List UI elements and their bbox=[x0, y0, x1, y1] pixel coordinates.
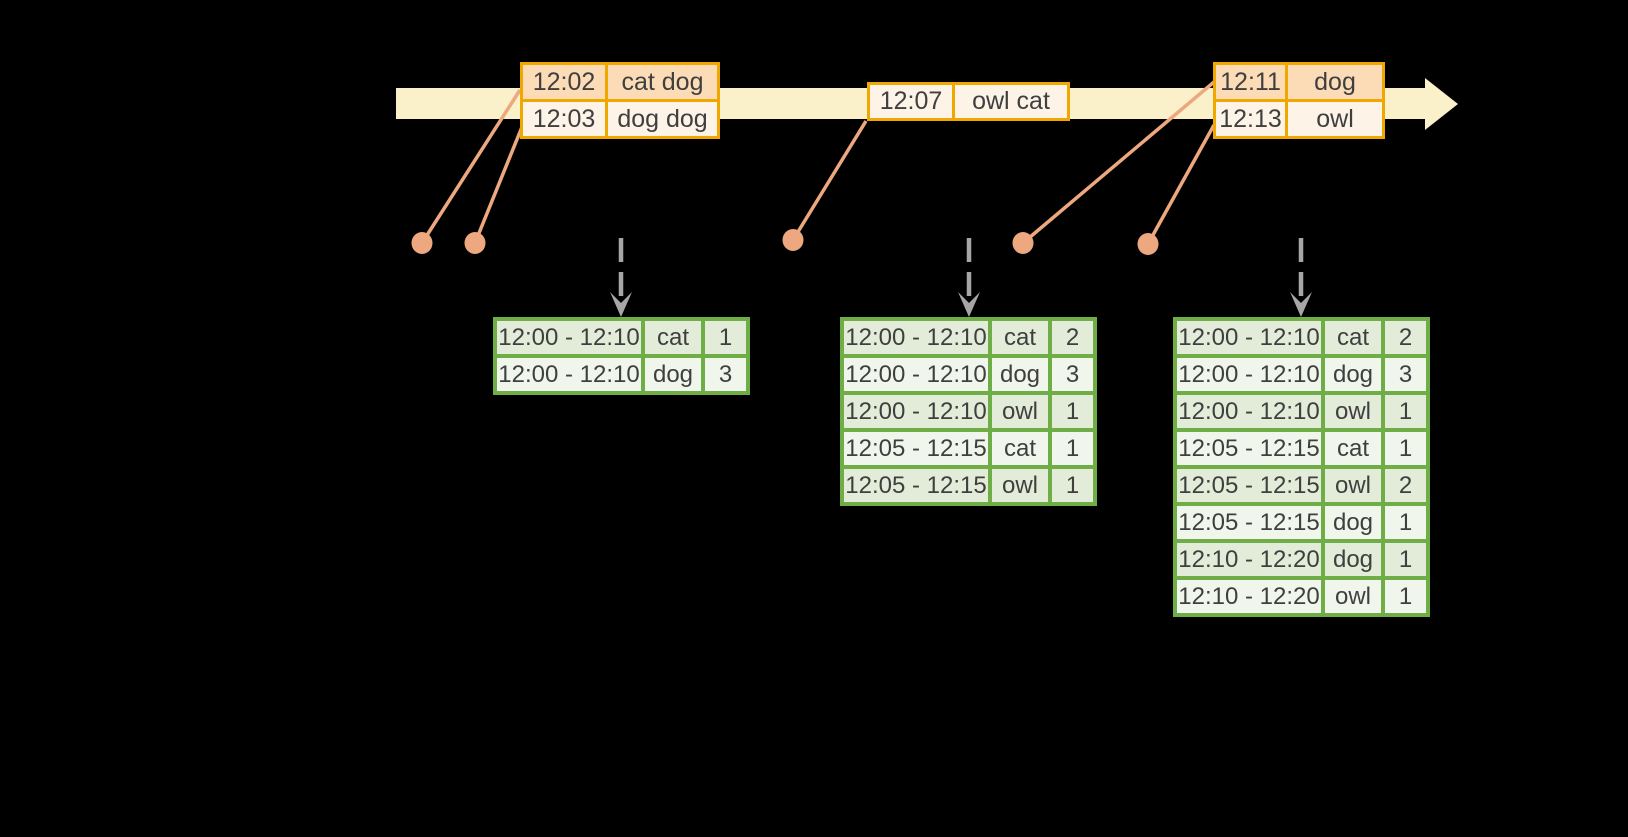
arrow-down-icon bbox=[1290, 292, 1312, 317]
event-marker-dots bbox=[411, 229, 1159, 255]
table-cell: cat bbox=[645, 321, 701, 354]
table-cell: 12:05 - 12:15 bbox=[1177, 469, 1321, 502]
table-cell: dog bbox=[1325, 543, 1381, 576]
table-cell: 3 bbox=[705, 358, 746, 391]
table-cell: 12:11 bbox=[1216, 65, 1285, 99]
connector-line bbox=[420, 89, 522, 244]
table-cell: 1 bbox=[1052, 469, 1093, 502]
table-cell: 1 bbox=[1385, 506, 1426, 539]
table-cell: cat dog bbox=[608, 65, 717, 99]
table-cell: cat bbox=[1325, 432, 1381, 465]
table-cell: 12:00 - 12:10 bbox=[497, 321, 641, 354]
table-cell: 12:02 bbox=[523, 65, 605, 99]
table-cell: 12:00 - 12:10 bbox=[844, 321, 988, 354]
connector-line bbox=[473, 126, 524, 244]
table-cell: owl bbox=[1325, 395, 1381, 428]
table-cell: 12:00 - 12:10 bbox=[1177, 321, 1321, 354]
event-dot bbox=[464, 232, 486, 254]
trigger-arrow-1 bbox=[610, 238, 632, 317]
table-cell: 12:00 - 12:10 bbox=[1177, 395, 1321, 428]
trigger-arrow-3 bbox=[1290, 238, 1312, 317]
table-cell: 3 bbox=[1052, 358, 1093, 391]
table-cell: 12:05 - 12:15 bbox=[1177, 432, 1321, 465]
table-cell: 2 bbox=[1385, 321, 1426, 354]
arrow-down-icon bbox=[610, 292, 632, 317]
table-cell: 1 bbox=[1385, 432, 1426, 465]
table-cell: owl bbox=[1288, 102, 1382, 136]
table-cell: 12:10 - 12:20 bbox=[1177, 543, 1321, 576]
table-cell: 1 bbox=[1385, 543, 1426, 576]
table-cell: 12:00 - 12:10 bbox=[1177, 358, 1321, 391]
table-cell: 12:00 - 12:10 bbox=[844, 358, 988, 391]
event-dot bbox=[411, 232, 433, 254]
table-cell: 1 bbox=[1052, 395, 1093, 428]
table-cell: 2 bbox=[1052, 321, 1093, 354]
table-cell: 12:05 - 12:15 bbox=[1177, 506, 1321, 539]
arrow-down-icon bbox=[958, 292, 980, 317]
table-cell: 2 bbox=[1385, 469, 1426, 502]
table-cell: 12:05 - 12:15 bbox=[844, 432, 988, 465]
table-cell: dog bbox=[992, 358, 1048, 391]
table-cell: dog dog bbox=[608, 102, 717, 136]
table-cell: owl bbox=[992, 395, 1048, 428]
connector-line bbox=[1146, 124, 1216, 245]
table-cell: 1 bbox=[705, 321, 746, 354]
timeline-arrowhead-icon bbox=[1425, 78, 1458, 130]
table-cell: 12:00 - 12:10 bbox=[497, 358, 641, 391]
event-connector-lines bbox=[420, 80, 1216, 245]
trigger-arrow-2 bbox=[958, 238, 980, 317]
table-cell: 12:07 bbox=[870, 85, 952, 118]
table-cell: owl bbox=[992, 469, 1048, 502]
table-cell: cat bbox=[1325, 321, 1381, 354]
table-cell: 1 bbox=[1385, 580, 1426, 613]
table-cell: 12:00 - 12:10 bbox=[844, 395, 988, 428]
table-cell: 12:05 - 12:15 bbox=[844, 469, 988, 502]
table-cell: dog bbox=[1288, 65, 1382, 99]
table-cell: 12:03 bbox=[523, 102, 605, 136]
table-cell: 1 bbox=[1052, 432, 1093, 465]
table-cell: 1 bbox=[1385, 395, 1426, 428]
event-dot bbox=[1137, 233, 1159, 255]
table-cell: cat bbox=[992, 432, 1048, 465]
event-dot bbox=[782, 229, 804, 251]
table-cell: owl bbox=[1325, 469, 1381, 502]
connector-line bbox=[1021, 80, 1216, 245]
connector-line bbox=[791, 120, 868, 241]
table-cell: cat bbox=[992, 321, 1048, 354]
table-cell: owl cat bbox=[955, 85, 1067, 118]
table-cell: 12:13 bbox=[1216, 102, 1285, 136]
table-cell: owl bbox=[1325, 580, 1381, 613]
table-cell: dog bbox=[1325, 506, 1381, 539]
table-cell: 3 bbox=[1385, 358, 1426, 391]
table-cell: 12:10 - 12:20 bbox=[1177, 580, 1321, 613]
event-dot bbox=[1012, 232, 1034, 254]
table-cell: dog bbox=[645, 358, 701, 391]
table-cell: dog bbox=[1325, 358, 1381, 391]
